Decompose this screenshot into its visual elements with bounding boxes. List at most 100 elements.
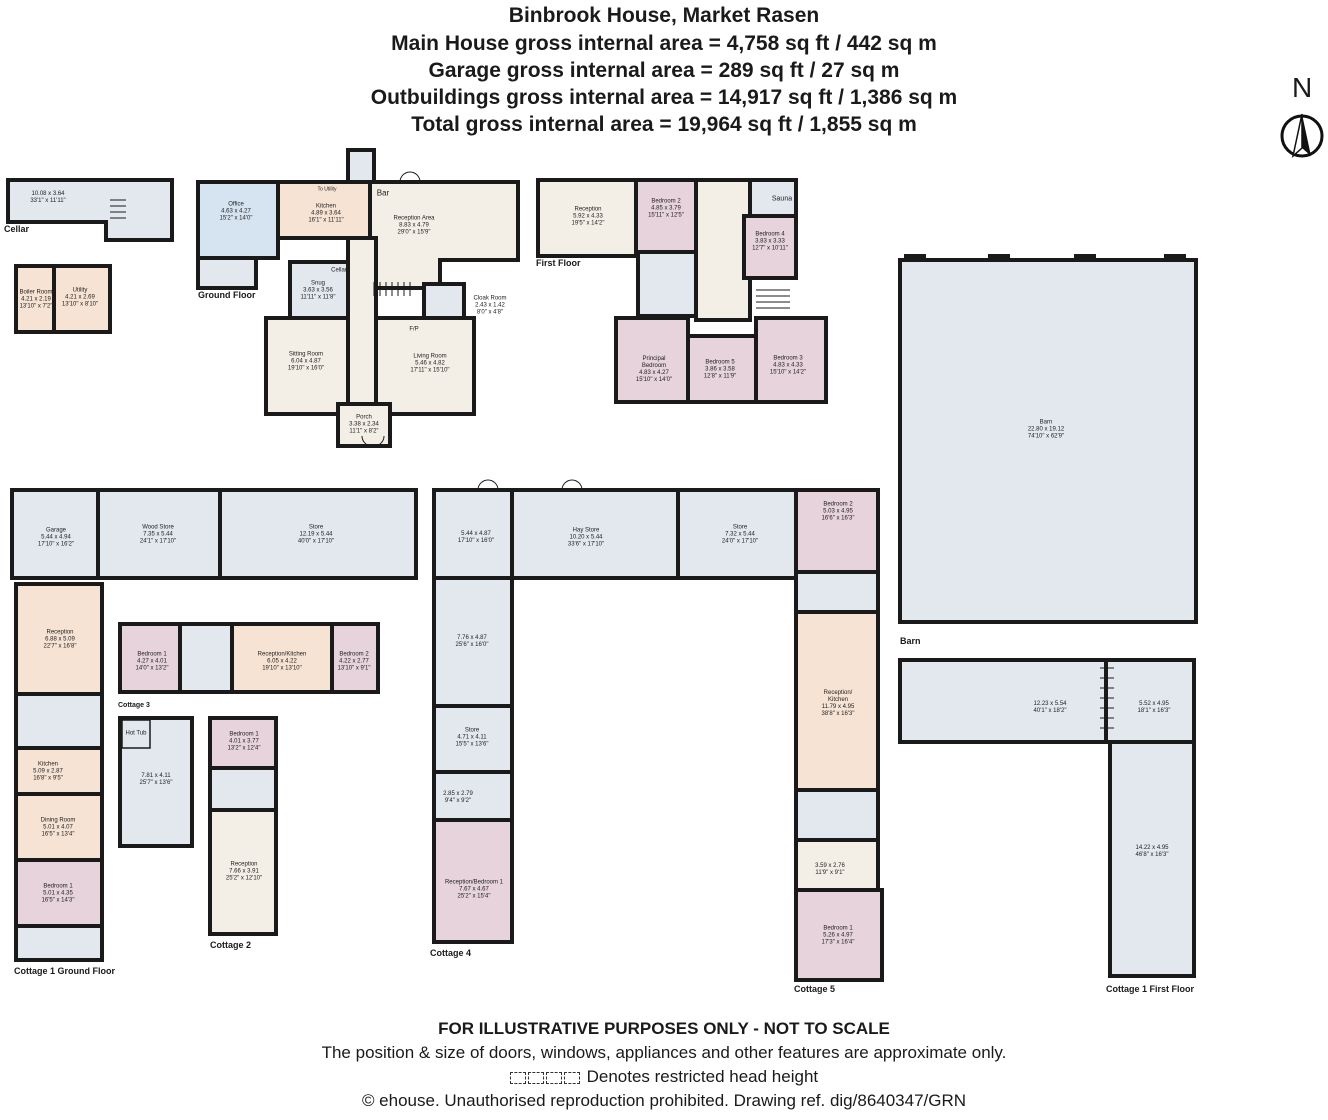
- hot-tub-label: Hot Tub: [125, 730, 147, 737]
- c1f-left-room: [898, 658, 1108, 744]
- area-main-house: Main House gross internal area = 4,758 s…: [391, 32, 937, 55]
- boiler-room: [14, 264, 56, 334]
- c2-bath: [208, 766, 278, 812]
- compass: N: [1278, 72, 1328, 168]
- c1f-stairs: [1100, 667, 1114, 729]
- section-cottage1-ground: Cottage 1 Ground Floor: [14, 966, 115, 976]
- c5-bedroom1-room: [794, 888, 884, 982]
- sitting-room: [264, 316, 350, 416]
- c5-bath: [794, 788, 880, 842]
- ff-bedroom3: [754, 316, 828, 404]
- c3-bath: [178, 622, 234, 694]
- plan-title: Binbrook House, Market Rasen: [508, 4, 820, 27]
- footer-disclaimer-heading: FOR ILLUSTRATIVE PURPOSES ONLY - NOT TO …: [438, 1019, 890, 1038]
- office-room: [196, 180, 280, 260]
- c1-reception-room: [14, 582, 104, 696]
- hot-tub-box: [121, 719, 151, 749]
- c5-bedroom2-room: [794, 488, 880, 574]
- ff-sauna: [748, 178, 798, 218]
- c1-hall: [14, 692, 104, 750]
- living-room: [374, 316, 476, 416]
- area-total: Total gross internal area = 19,964 sq ft…: [411, 113, 917, 136]
- cellar-stairs: [110, 199, 126, 219]
- c3-reception-room: [230, 622, 334, 694]
- label-sauna: Sauna: [771, 195, 793, 203]
- barn-room: [898, 258, 1198, 624]
- label-fireplace: F/P: [409, 326, 419, 333]
- ground-hall: [346, 236, 378, 406]
- c2-reception-room: [208, 808, 278, 936]
- c4-mid-room: [432, 576, 514, 708]
- ff-bath: [636, 250, 698, 318]
- c1-dining-room: [14, 792, 104, 862]
- ff-landing: [694, 178, 752, 322]
- reception-area-room: [368, 180, 520, 290]
- ff-bedroom5: [686, 334, 758, 404]
- legend-text: Denotes restricted head height: [586, 1067, 819, 1086]
- hay-store-room: [510, 488, 680, 580]
- store-long-room: [218, 488, 418, 580]
- hot-tub-room: [118, 716, 194, 848]
- restricted-height-icon: [509, 1071, 526, 1084]
- c4-reception-room: [432, 818, 514, 944]
- area-outbuildings: Outbuildings gross internal area = 14,91…: [370, 86, 958, 109]
- c5-small-room: [794, 838, 880, 892]
- ff-bedroom4: [742, 214, 798, 280]
- utility-annex: [52, 264, 112, 334]
- section-ground-floor: Ground Floor: [198, 290, 256, 300]
- porch-room: [336, 402, 392, 448]
- c4-small-room: [432, 770, 514, 822]
- section-cottage4: Cottage 4: [430, 948, 472, 958]
- area-garage: Garage gross internal area = 289 sq ft /…: [428, 59, 900, 82]
- c1-kitchen-room: [14, 746, 104, 796]
- section-first-floor: First Floor: [536, 258, 581, 268]
- section-cottage2: Cottage 2: [210, 940, 252, 950]
- c4-top-room: [432, 488, 514, 580]
- ff-stairs: [756, 289, 790, 309]
- kitchen-room: [276, 180, 372, 240]
- label-to-utility: To Utility: [317, 186, 337, 193]
- footer-legend: Denotes restricted head height: [0, 1066, 1328, 1088]
- footer-disclaimer-text: The position & size of doors, windows, a…: [321, 1043, 1007, 1062]
- north-letter: N: [1292, 72, 1313, 103]
- chimney: [346, 148, 376, 184]
- section-cellar: Cellar: [4, 224, 30, 234]
- footer-copyright: © ehouse. Unauthorised reproduction proh…: [361, 1091, 967, 1110]
- section-cottage3: Cottage 3: [118, 702, 150, 709]
- c5-hall: [794, 570, 880, 614]
- label-cellar-door: Cellar: [331, 267, 347, 274]
- office-wc: [196, 256, 258, 290]
